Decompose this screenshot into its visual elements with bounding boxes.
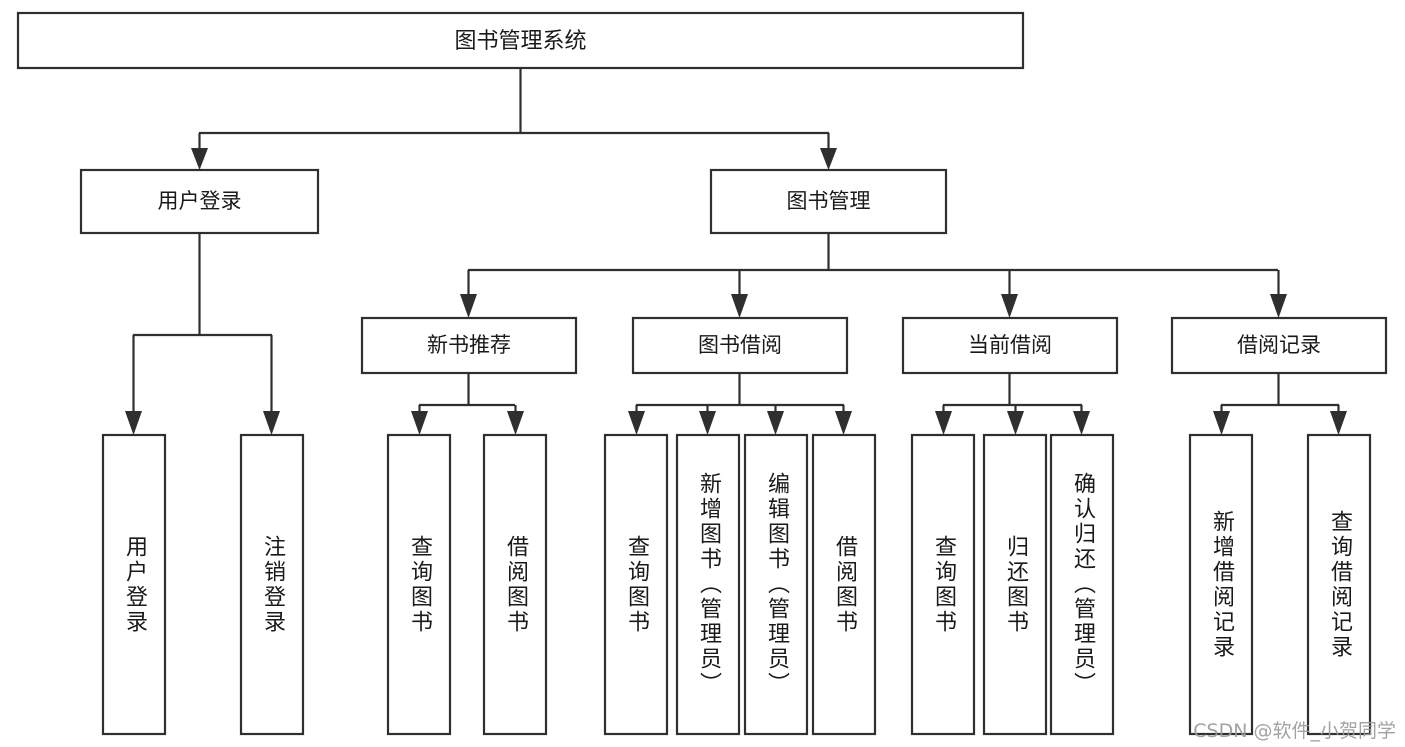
leaf-query-book-1-box[interactable]: [386, 433, 452, 736]
arrow-head-new-book-recommend: [460, 294, 477, 318]
leaf-query-book-3-box[interactable]: [910, 433, 976, 736]
arrow-head-leaf-edit-book: [767, 411, 784, 435]
leaf-return-book-box[interactable]: [982, 433, 1048, 736]
arrow-head-book-manage: [820, 148, 837, 170]
arrow-head-borrow-record: [1270, 294, 1287, 318]
node-new-book-recommend[interactable]: 新书推荐: [360, 316, 578, 375]
node-user-login-box[interactable]: [79, 168, 320, 235]
arrow-head-current-borrow: [1001, 294, 1018, 318]
node-user-login[interactable]: 用户登录: [79, 168, 320, 235]
node-borrow-record-box[interactable]: [1170, 316, 1388, 375]
arrow-head-leaf-borrow-book-1: [507, 411, 524, 435]
node-root-label: 图书管理系统: [454, 29, 586, 54]
node-book-manage-box[interactable]: [709, 168, 948, 235]
arrow-head-leaf-return-book: [1007, 411, 1024, 435]
leaf-borrow-book-2-box[interactable]: [811, 433, 877, 736]
arrow-head-leaf-confirm-return: [1073, 411, 1090, 435]
leaf-add-record-box[interactable]: [1188, 433, 1254, 736]
node-book-manage[interactable]: 图书管理: [709, 168, 948, 235]
connector-group-user-login-children: [125, 233, 280, 435]
connector-group-current-borrow-children: [935, 373, 1090, 435]
arrow-head-user-login: [191, 148, 208, 170]
leaf-add-book-box[interactable]: [675, 433, 741, 736]
connector-group-book-manage-children: [460, 233, 1287, 318]
node-root[interactable]: 图书管理系统: [16, 11, 1025, 70]
leaf-boxes-group: [101, 433, 1372, 736]
arrow-head-leaf-add-book: [699, 411, 716, 435]
connector-group-borrow-record-children: [1213, 373, 1347, 435]
node-book-manage-label: 图书管理: [787, 189, 871, 213]
arrow-head-leaf-query-record: [1330, 411, 1347, 435]
connector-group-new-book-recommend-children: [411, 373, 524, 435]
leaf-confirm-return-box[interactable]: [1049, 433, 1115, 736]
csdn-watermark: CSDN @软件_小贺同学: [1193, 720, 1396, 742]
connector-group-book-borrow-children: [628, 373, 852, 435]
arrow-head-leaf-user-login: [125, 411, 142, 435]
arrow-head-leaf-query-book-3: [935, 411, 952, 435]
node-current-borrow-box[interactable]: [901, 316, 1119, 375]
node-book-borrow-box[interactable]: [631, 316, 849, 375]
arrow-head-leaf-add-record: [1213, 411, 1230, 435]
arrow-head-leaf-query-book-2: [628, 411, 645, 435]
leaf-query-record-box[interactable]: [1306, 433, 1372, 736]
node-root-box[interactable]: [16, 11, 1025, 70]
node-current-borrow[interactable]: 当前借阅: [901, 316, 1119, 375]
arrow-head-leaf-logout: [263, 411, 280, 435]
leaf-user-login-box[interactable]: [101, 433, 167, 736]
node-borrow-record-label: 借阅记录: [1237, 333, 1321, 357]
node-book-borrow-label: 图书借阅: [698, 333, 782, 357]
node-current-borrow-label: 当前借阅: [968, 333, 1052, 357]
node-new-book-recommend-label: 新书推荐: [427, 333, 511, 357]
node-user-login-label: 用户登录: [158, 189, 242, 213]
leaf-borrow-book-1-box[interactable]: [482, 433, 548, 736]
node-book-borrow[interactable]: 图书借阅: [631, 316, 849, 375]
leaf-edit-book-box[interactable]: [743, 433, 809, 736]
node-borrow-record[interactable]: 借阅记录: [1170, 316, 1388, 375]
arrow-head-book-borrow: [731, 294, 748, 318]
connector-group-root-to-level2: [191, 68, 837, 170]
node-new-book-recommend-box[interactable]: [360, 316, 578, 375]
arrow-head-leaf-query-book-1: [411, 411, 428, 435]
leaf-logout-box[interactable]: [239, 433, 305, 736]
arrow-head-leaf-borrow-book-2: [835, 411, 852, 435]
leaf-query-book-2-box[interactable]: [603, 433, 669, 736]
